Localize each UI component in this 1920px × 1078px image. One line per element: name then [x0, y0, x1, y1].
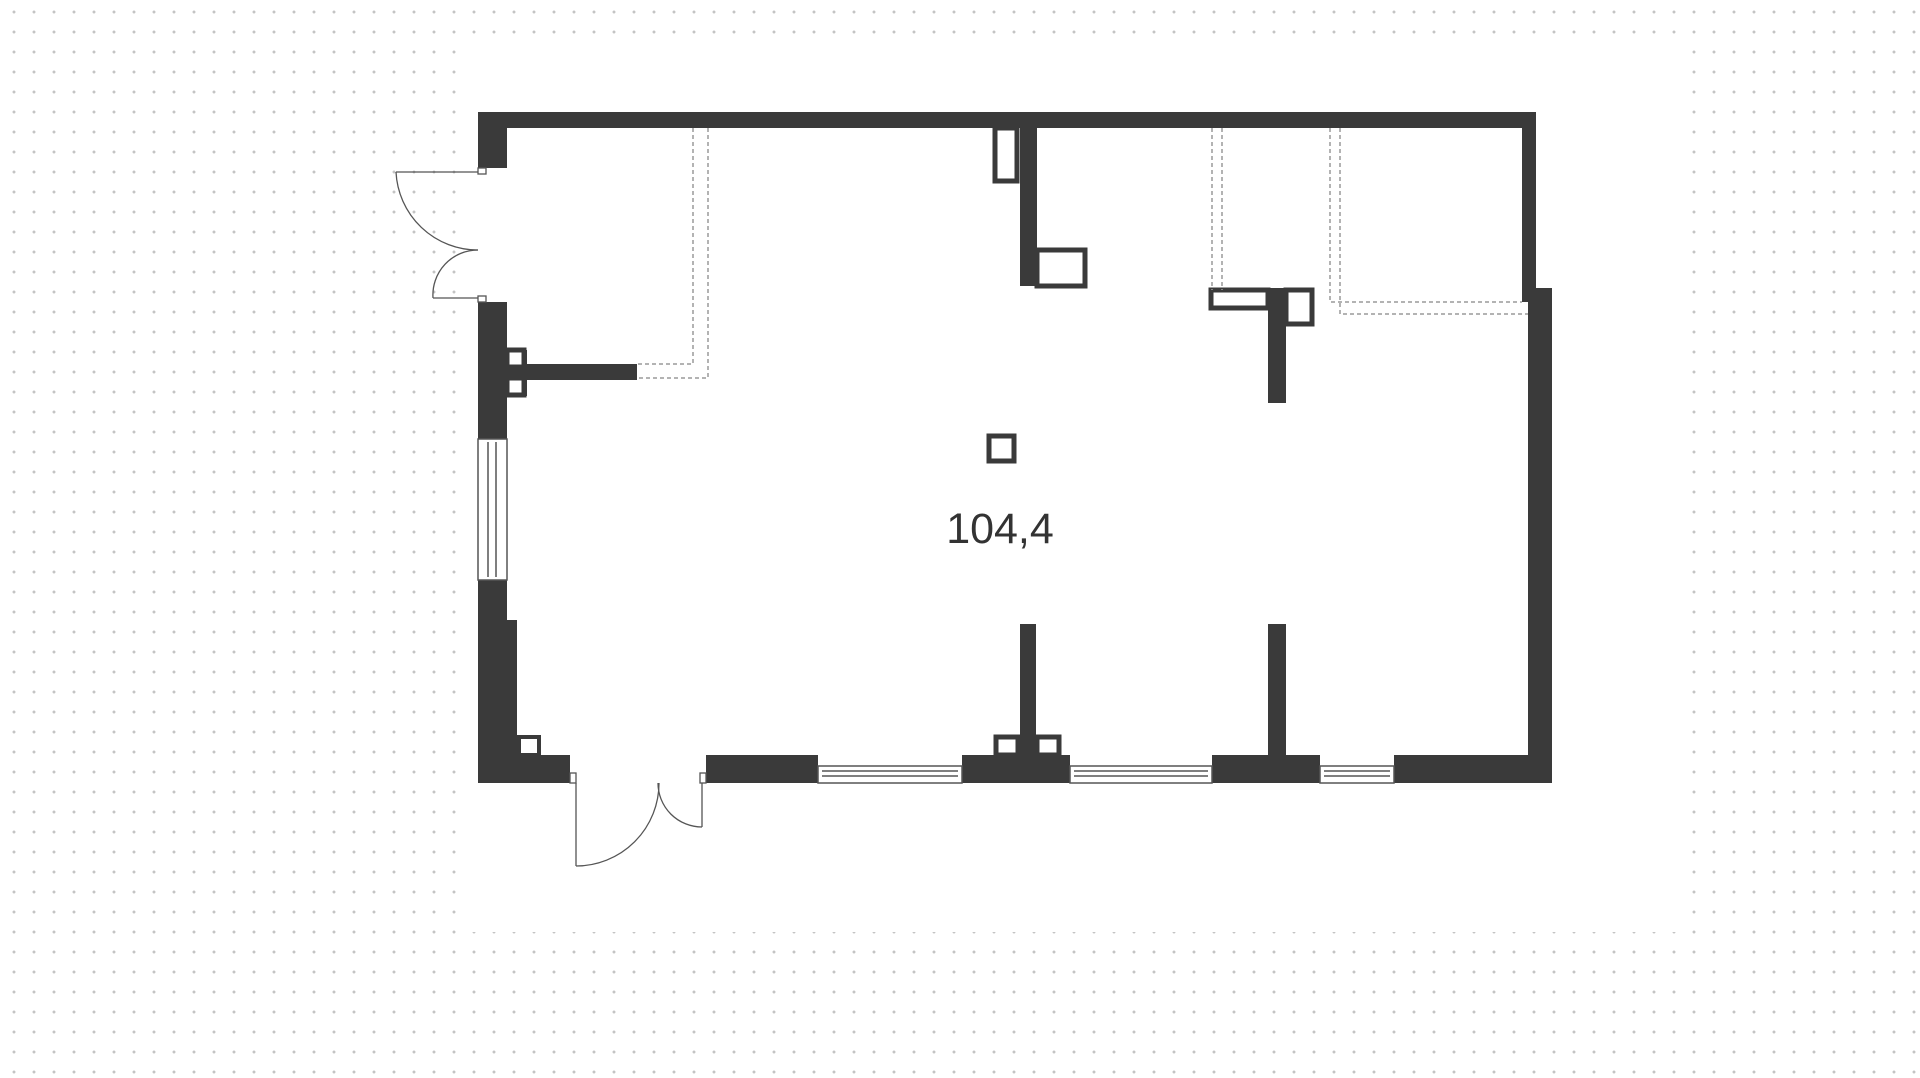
niche-bottom-left: [517, 735, 541, 757]
column-bottom-left: [993, 734, 1021, 758]
wall-niches: [517, 735, 541, 757]
dashed-zone-right-a: [1211, 128, 1223, 290]
left-window-frame: [477, 438, 508, 581]
bottom-window-1: [817, 765, 963, 784]
left-door-jamb-top: [477, 167, 487, 175]
bottom-door-swing-right: [657, 782, 703, 828]
shaft-left-bottom: [504, 375, 527, 398]
shaft-right-box: [1283, 287, 1315, 327]
wall-bottom-c: [1212, 755, 1320, 783]
wall-bottom-left: [478, 755, 570, 783]
partition-left-horizontal: [507, 364, 637, 380]
bottom-door-jamb-left: [569, 772, 577, 784]
wall-bottom-d: [1394, 755, 1552, 783]
shaft-left-top: [504, 347, 527, 370]
wall-right-upper: [1522, 112, 1536, 302]
bottom-door: [569, 772, 707, 867]
bottom-windows: [817, 765, 1395, 784]
bottom-door-jamb-right: [699, 772, 707, 784]
exterior-walls: [478, 112, 1552, 783]
partition-bottom-middle: [1020, 624, 1036, 755]
wall-top: [478, 112, 1536, 128]
shaft-right-horizontal: [1208, 287, 1271, 311]
area-label: 104,4: [946, 505, 1054, 553]
wall-left-upper: [478, 302, 507, 439]
wall-bottom-b: [962, 755, 1070, 783]
interior-partitions: [507, 128, 1286, 755]
shafts-and-columns: [504, 125, 1315, 758]
partition-right-vertical: [1268, 288, 1286, 403]
column-center: [986, 433, 1017, 464]
left-door-swing-top: [395, 171, 479, 251]
wall-right-main: [1528, 288, 1552, 783]
dashed-zone-left: [637, 128, 709, 379]
bottom-door-swing-left: [575, 782, 660, 867]
partition-bottom-right: [1268, 624, 1286, 755]
column-bottom-right: [1034, 734, 1062, 758]
left-window: [477, 438, 508, 581]
shaft-top-box: [1034, 247, 1088, 289]
dashed-zone-outlines: [637, 128, 1528, 379]
bottom-window-2: [1069, 765, 1213, 784]
shaft-top-small: [992, 125, 1020, 184]
bottom-window-3: [1319, 765, 1395, 784]
dashed-zone-right-b: [1329, 128, 1528, 315]
wall-bottom-a: [706, 755, 818, 783]
left-door: [395, 167, 487, 303]
partition-top-shaft-left: [1020, 128, 1037, 286]
left-door-swing-bottom: [432, 249, 479, 299]
left-door-jamb-bottom: [477, 295, 487, 303]
wall-top-left-stub: [478, 112, 507, 168]
